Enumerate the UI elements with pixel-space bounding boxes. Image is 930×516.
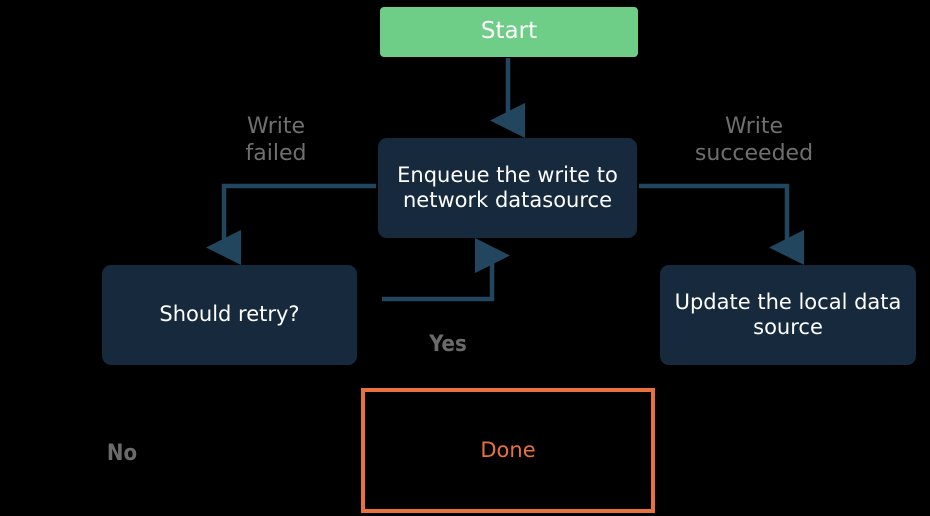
node-update-local-datasource[interactable]: Update the local data source [660, 265, 916, 365]
node-start[interactable]: Start [380, 7, 638, 57]
node-update-local-datasource-label: Update the local data source [674, 289, 902, 339]
node-should-retry[interactable]: Should retry? [102, 265, 357, 365]
edge-label-yes: Yes [429, 332, 467, 357]
node-done-label: Done [480, 437, 536, 462]
node-should-retry-label: Should retry? [159, 302, 300, 327]
edge-label-write-failed: Write failed [245, 114, 307, 166]
edge-enqueue-to-update [639, 183, 805, 266]
edge-label-no: No [106, 441, 138, 466]
edge-enqueue-to-retry [206, 183, 376, 266]
node-enqueue-write[interactable]: Enqueue the write to network datasource [378, 138, 637, 238]
node-start-label: Start [480, 18, 538, 45]
edge-retry-to-enqueue [382, 237, 510, 302]
edge-label-write-succeeded: Write succeeded [694, 114, 814, 166]
node-done[interactable]: Done [361, 388, 655, 513]
node-enqueue-write-label: Enqueue the write to network datasource [397, 162, 618, 212]
